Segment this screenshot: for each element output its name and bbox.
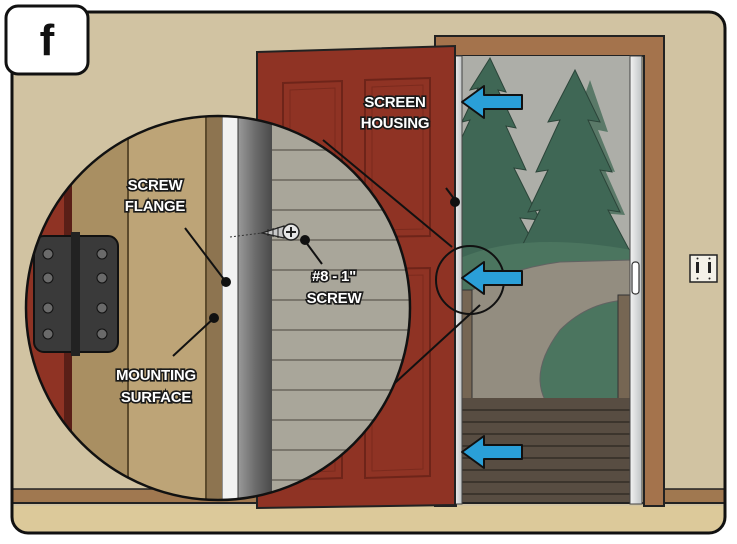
label-screw-flange-line2: FLANGE	[125, 198, 186, 215]
floor	[12, 506, 725, 533]
hinge-icon	[33, 232, 119, 356]
step-badge: f	[4, 4, 90, 76]
scene: SCREEN HOUSING SCREW FLANGE #8 - 1" SCRE…	[12, 12, 725, 533]
label-screw-size-line2: SCREW	[307, 290, 363, 307]
step-letter: f	[40, 16, 55, 65]
label-screw-flange-line1: SCREW	[128, 177, 184, 194]
figure-frame	[10, 10, 727, 535]
arrow-left-icon	[461, 435, 523, 469]
light-switch-icon	[689, 254, 718, 283]
label-mounting-surface-line2: SURFACE	[121, 389, 191, 406]
label-screw-size-line1: #8 - 1"	[312, 268, 356, 285]
label-screen-housing-line2: HOUSING	[361, 115, 430, 132]
screen-handle	[631, 261, 640, 295]
leader-lines	[172, 187, 460, 357]
magnifier-ring	[24, 114, 412, 502]
baseboard-right	[659, 488, 725, 504]
screw-icon	[229, 223, 300, 241]
label-screen-housing-line1: SCREEN	[364, 94, 425, 111]
label-mounting-surface-line1: MOUNTING	[116, 367, 196, 384]
arrow-left-icon	[461, 261, 523, 295]
magnified-detail	[26, 116, 410, 500]
arrow-left-icon	[461, 85, 523, 119]
